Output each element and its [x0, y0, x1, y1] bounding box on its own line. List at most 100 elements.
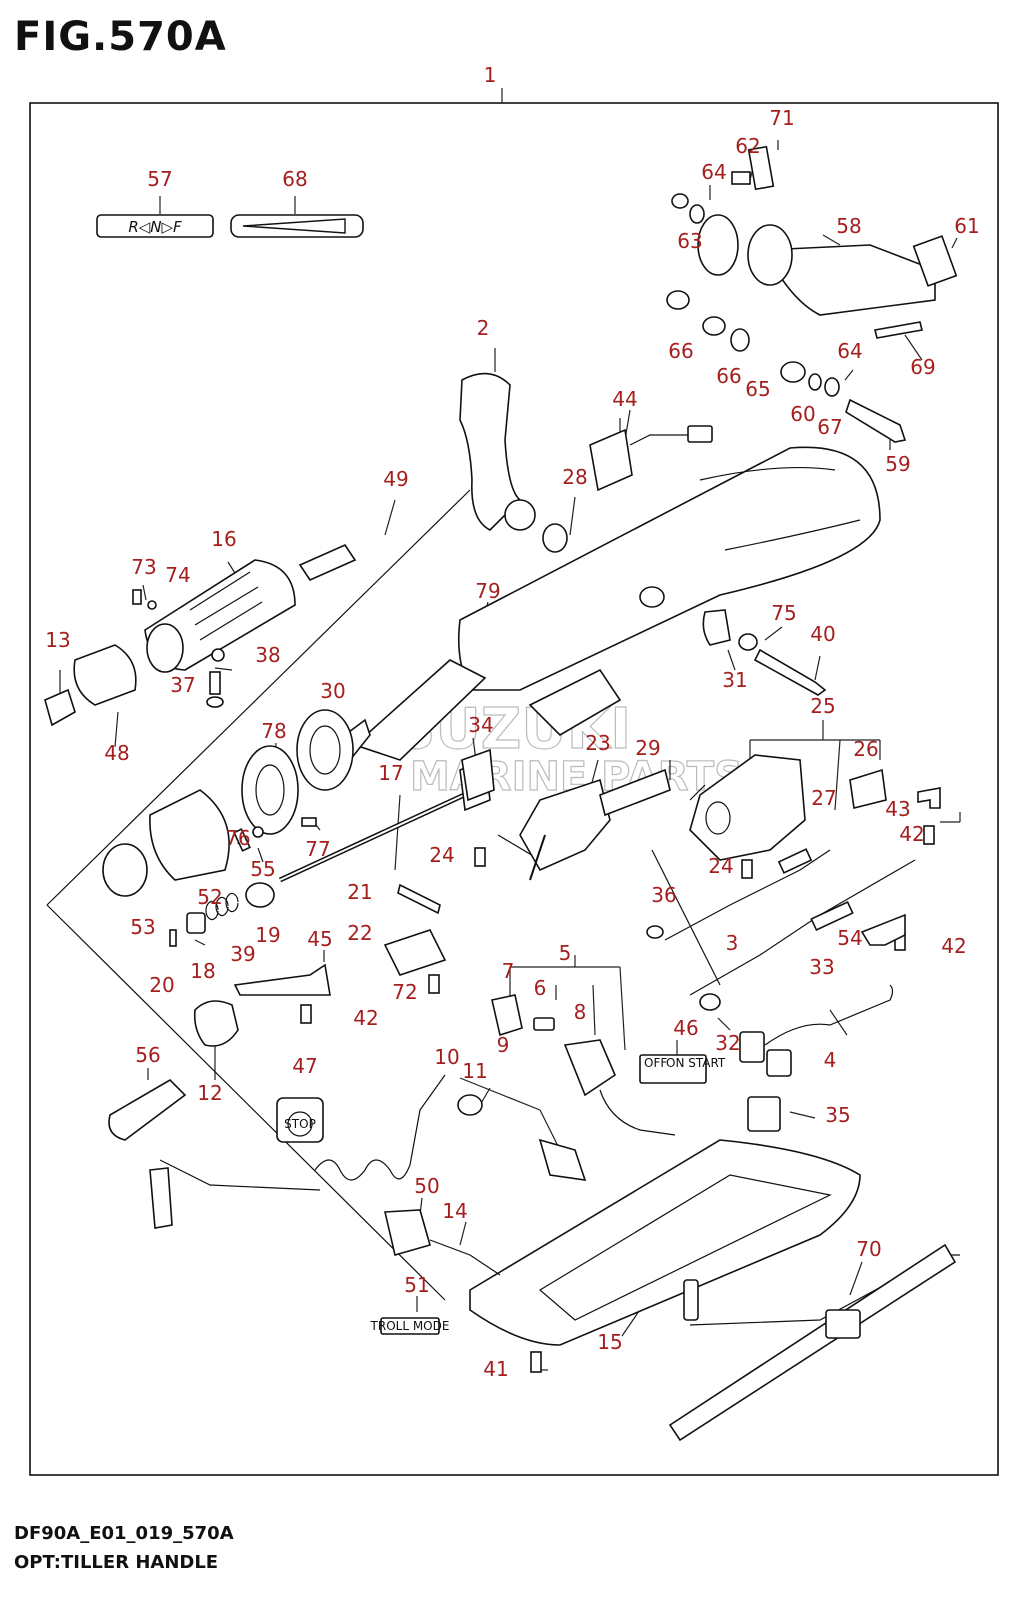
bracket-56: [108, 1078, 187, 1141]
callout-53: 53: [130, 915, 155, 939]
bracket-25-hole: [705, 801, 731, 835]
callout-77: 77: [305, 837, 330, 861]
callout-37: 37: [170, 673, 195, 697]
callout-43: 43: [885, 797, 910, 821]
callout-59: 59: [885, 452, 910, 476]
bracket-58-eye: [747, 224, 793, 286]
switch-decal-on: ON START: [666, 1056, 726, 1070]
link-21: [397, 883, 441, 915]
callout-31: 31: [722, 668, 747, 692]
small-hardware: [132, 589, 935, 1373]
callout-34: 34: [468, 713, 493, 737]
leader-lines: [59, 88, 961, 1371]
callout-32: 32: [715, 1031, 740, 1055]
callout-19: 19: [255, 923, 280, 947]
adjuster-plate: [241, 745, 299, 835]
callout-23: 23: [585, 731, 610, 755]
callout-62: 62: [735, 134, 760, 158]
bolt-40: [753, 648, 827, 696]
stop-decal: [276, 1097, 324, 1143]
callout-25: 25: [810, 694, 835, 718]
key-6: [533, 1017, 555, 1031]
plate-35: [747, 1096, 781, 1132]
callout-50: 50: [414, 1174, 439, 1198]
grommet-11: [457, 1094, 483, 1116]
tiller-handle-detail: [699, 466, 861, 551]
plate-26: [849, 768, 887, 809]
lower-cover-inner: [538, 1174, 832, 1321]
callout-68: 68: [282, 167, 307, 191]
washer-75: [738, 633, 758, 651]
shift-bracket-23: [519, 778, 611, 872]
callout-7: 7: [502, 959, 515, 983]
bracket-hardware: [666, 171, 840, 397]
callout-42c: 42: [353, 1006, 378, 1030]
troll-decal: [380, 1317, 440, 1335]
lower-cover: [469, 1139, 861, 1346]
grip-bushing: [102, 843, 148, 897]
callout-54: 54: [837, 926, 862, 950]
figure-title: FIG.570A: [14, 14, 227, 60]
switch-decal-off: OFF: [644, 1056, 667, 1070]
callout-38: 38: [255, 643, 280, 667]
callout-40: 40: [810, 622, 835, 646]
extension-rod: [668, 1243, 957, 1442]
collar-19: [245, 882, 275, 908]
spring-39: [205, 892, 239, 921]
callout-18: 18: [190, 959, 215, 983]
shift-lever-pivot: [504, 499, 536, 531]
callout-57: 57: [147, 167, 172, 191]
callout-46: 46: [673, 1016, 698, 1040]
callout-26: 26: [853, 737, 878, 761]
callout-24a: 24: [429, 843, 454, 867]
callout-33: 33: [809, 955, 834, 979]
stop-cover-34: [461, 748, 495, 802]
harness-connector: [739, 1031, 765, 1063]
callout-9: 9: [497, 1033, 510, 1057]
throttle-decal-wedge: [242, 218, 346, 234]
shift-plate-29: [599, 768, 671, 817]
adjuster-plate-inner: [255, 764, 285, 816]
callout-74: 74: [165, 563, 190, 587]
switch-decal: [639, 1054, 707, 1084]
callout-4: 4: [824, 1048, 837, 1072]
callout-72: 72: [392, 980, 417, 1004]
throttle-grip-ribs: [189, 571, 263, 641]
callout-70: 70: [856, 1237, 881, 1261]
lanyard-cord: [159, 1159, 321, 1191]
extension-clamp: [825, 1309, 861, 1339]
callout-24b: 24: [708, 854, 733, 878]
shift-link: [529, 834, 546, 881]
callout-13: 13: [45, 628, 70, 652]
diagram-frame: [29, 102, 999, 1476]
callout-60: 60: [790, 402, 815, 426]
callout-5: 5: [559, 941, 572, 965]
callout-8: 8: [574, 1000, 587, 1024]
callout-56: 56: [135, 1043, 160, 1067]
callout-17: 17: [378, 761, 403, 785]
callout-1: 1: [484, 63, 497, 87]
plate-71: [747, 145, 775, 191]
shift-decal-text: R◁N▷F: [128, 218, 182, 236]
clip-18: [186, 912, 206, 934]
callout-36: 36: [651, 883, 676, 907]
callout-73: 73: [131, 555, 156, 579]
callout-76: 76: [225, 826, 250, 850]
switch-44-wire: [629, 434, 690, 446]
callout-12: 12: [197, 1081, 222, 1105]
throttle-rod-inner: [279, 789, 476, 881]
grip-knob: [44, 688, 76, 727]
callout-42a: 42: [899, 822, 924, 846]
callout-55: 55: [250, 857, 275, 881]
callout-numbers: 1 2 3 4 5 6 7 8 9 10 11 12 13 14 15 16 1…: [45, 63, 979, 1381]
callout-20: 20: [149, 973, 174, 997]
stop-decal-ring: [287, 1111, 313, 1137]
callout-35: 35: [825, 1103, 850, 1127]
tiller-hole: [639, 586, 665, 608]
throttle-grip-end: [146, 623, 184, 673]
callout-10: 10: [434, 1045, 459, 1069]
plate-61: [912, 235, 958, 287]
switch-cover-7: [491, 994, 523, 1037]
lower-shaft: [528, 668, 622, 737]
figure-code: DF90A_E01_019_570A: [14, 1523, 234, 1544]
